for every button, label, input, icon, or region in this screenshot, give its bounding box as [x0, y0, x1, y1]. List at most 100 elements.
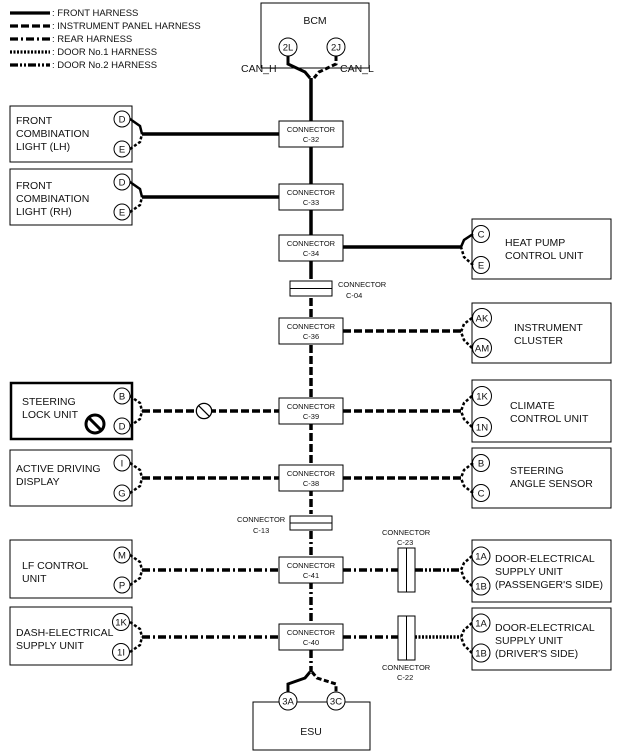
drv-pin-1a: 1A — [475, 619, 487, 630]
hp-label-1: HEAT PUMP — [505, 237, 565, 249]
desu-label-1: DASH-ELECTRICAL — [16, 627, 114, 639]
ic-pin-am: AM — [475, 344, 489, 355]
connector-c13-word: CONNECTOR — [237, 515, 286, 524]
connector-c33-id: C-33 — [303, 198, 319, 207]
legend-rear-harness: : REAR HARNESS — [52, 34, 132, 45]
connector-c23: CONNECTOR C-23 — [382, 528, 431, 593]
can-l-label: CAN_L — [340, 63, 374, 75]
connector-c36-word: CONNECTOR — [287, 322, 336, 331]
door-electrical-supply-unit-passenger: DOOR-ELECTRICAL SUPPLY UNIT (PASSENGER'S… — [471, 539, 612, 603]
connector-c04: CONNECTOR C-04 — [289, 280, 387, 300]
connector-c38-word: CONNECTOR — [287, 469, 336, 478]
connector-c40-id: C-40 — [303, 638, 319, 647]
fcl-rh-pin-d: D — [119, 178, 126, 189]
connector-c36-id: C-36 — [303, 332, 319, 341]
hp-pin-e: E — [478, 261, 484, 272]
lf-label-1: LF CONTROL — [22, 560, 89, 572]
legend-front-harness: : FRONT HARNESS — [52, 8, 138, 19]
ccu-pin-1n: 1N — [476, 423, 488, 434]
lf-label-2: UNIT — [22, 573, 47, 585]
connector-c13: CONNECTOR C-13 — [237, 515, 333, 535]
connector-c40-word: CONNECTOR — [287, 628, 336, 637]
connector-c41-id: C-41 — [303, 571, 319, 580]
ccu-label-1: CLIMATE — [510, 400, 555, 412]
sas-label-1: STEERING — [510, 465, 564, 477]
active-driving-display: ACTIVE DRIVING DISPLAY I G — [9, 449, 133, 507]
connector-c38-id: C-38 — [303, 479, 319, 488]
slu-pin-d: D — [119, 422, 126, 433]
connector-c22-word: CONNECTOR — [382, 663, 431, 672]
ic-label-2: CLUSTER — [514, 335, 563, 347]
esu-pin-3c: 3C — [330, 697, 342, 708]
connector-c32-word: CONNECTOR — [287, 125, 336, 134]
connector-c34-word: CONNECTOR — [287, 239, 336, 248]
legend: : FRONT HARNESS : INSTRUMENT PANEL HARNE… — [10, 8, 201, 71]
bcm-pin-2j: 2J — [331, 43, 341, 54]
can-h-label: CAN_H — [241, 63, 277, 75]
pass-label-3: (PASSENGER'S SIDE) — [495, 579, 603, 591]
connector-c39: CONNECTOR C-39 — [278, 397, 344, 425]
hp-label-2: CONTROL UNIT — [505, 250, 584, 262]
connector-c23-word: CONNECTOR — [382, 528, 431, 537]
connector-c38: CONNECTOR C-38 — [278, 464, 344, 492]
no-symbol-wire-icon — [195, 402, 213, 420]
sas-pin-c: C — [478, 489, 485, 500]
steering-angle-sensor: STEERING ANGLE SENSOR B C — [471, 447, 612, 509]
esu-unit: ESU 3A 3C — [252, 691, 371, 751]
fcl-lh-label-1: FRONT — [16, 115, 53, 127]
sas-pin-b: B — [478, 459, 484, 470]
connector-c22-id: C-22 — [397, 673, 413, 682]
connector-c34: CONNECTOR C-34 — [278, 234, 344, 262]
add-pin-i: I — [121, 459, 124, 470]
add-label-1: ACTIVE DRIVING — [16, 463, 101, 475]
front-combination-light-rh: FRONT COMBINATION LIGHT (RH) D E — [9, 168, 133, 226]
fcl-lh-label-3: LIGHT (LH) — [16, 141, 70, 153]
drv-label-1: DOOR-ELECTRICAL — [495, 622, 595, 634]
connector-c36: CONNECTOR C-36 — [278, 317, 344, 345]
esu-label: ESU — [300, 726, 322, 738]
connector-c32: CONNECTOR C-32 — [278, 120, 344, 148]
drv-pin-1b: 1B — [475, 649, 487, 660]
desu-label-2: SUPPLY UNIT — [16, 640, 84, 652]
bcm-unit: BCM 2L 2J — [260, 2, 370, 69]
connector-c33-word: CONNECTOR — [287, 188, 336, 197]
bcm-pin-2l: 2L — [283, 43, 294, 54]
legend-door2-harness: : DOOR No.2 HARNESS — [52, 60, 157, 71]
climate-control-unit: CLIMATE CONTROL UNIT 1K 1N — [471, 379, 612, 443]
desu-pin-1i: 1I — [117, 648, 125, 659]
connector-c39-word: CONNECTOR — [287, 402, 336, 411]
sas-label-2: ANGLE SENSOR — [510, 478, 593, 490]
drv-label-3: (DRIVER'S SIDE) — [495, 648, 578, 660]
fcl-lh-pin-d: D — [119, 115, 126, 126]
instrument-cluster: INSTRUMENT CLUSTER AK AM — [471, 302, 612, 364]
connector-c22: CONNECTOR C-22 — [382, 615, 431, 682]
connector-c04-word: CONNECTOR — [338, 280, 387, 289]
connector-c23-id: C-23 — [397, 538, 413, 547]
connector-c40: CONNECTOR C-40 — [278, 623, 344, 651]
connector-c41-word: CONNECTOR — [287, 561, 336, 570]
lf-pin-m: M — [118, 551, 126, 562]
esu-pin-3a: 3A — [282, 697, 294, 708]
steering-lock-unit: STEERING LOCK UNIT B D — [9, 381, 134, 441]
fcl-lh-label-2: COMBINATION — [16, 128, 89, 140]
connector-c32-id: C-32 — [303, 135, 319, 144]
fcl-lh-pin-e: E — [119, 145, 125, 156]
pass-label-1: DOOR-ELECTRICAL — [495, 553, 595, 565]
connector-c39-id: C-39 — [303, 412, 319, 421]
heat-pump-control-unit: HEAT PUMP CONTROL UNIT C E — [471, 218, 612, 280]
fcl-rh-pin-e: E — [119, 208, 125, 219]
bcm-label: BCM — [303, 15, 326, 27]
pass-label-2: SUPPLY UNIT — [495, 566, 563, 578]
lf-control-unit: LF CONTROL UNIT M P — [9, 539, 133, 599]
ccu-pin-1k: 1K — [476, 392, 488, 403]
add-pin-g: G — [118, 489, 125, 500]
slu-pin-b: B — [119, 392, 125, 403]
dash-electrical-supply-unit: DASH-ELECTRICAL SUPPLY UNIT 1K 1I — [9, 606, 133, 666]
connector-c33: CONNECTOR C-33 — [278, 183, 344, 211]
add-label-2: DISPLAY — [16, 476, 60, 488]
drv-label-2: SUPPLY UNIT — [495, 635, 563, 647]
pass-pin-1b: 1B — [475, 582, 487, 593]
connector-c04-id: C-04 — [346, 291, 362, 300]
legend-instrument-panel-harness: : INSTRUMENT PANEL HARNESS — [52, 21, 201, 32]
